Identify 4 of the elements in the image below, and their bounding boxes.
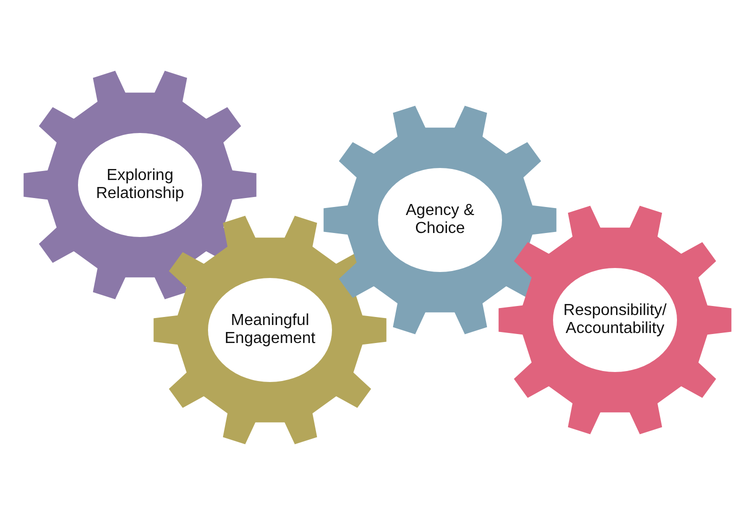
gear-label: Exploring Relationship: [94, 166, 186, 204]
gear-label: Responsibility/ Accountability: [562, 301, 668, 339]
gear-label: Agency & Choice: [404, 201, 476, 239]
gear-label: Meaningful Engagement: [224, 311, 316, 349]
